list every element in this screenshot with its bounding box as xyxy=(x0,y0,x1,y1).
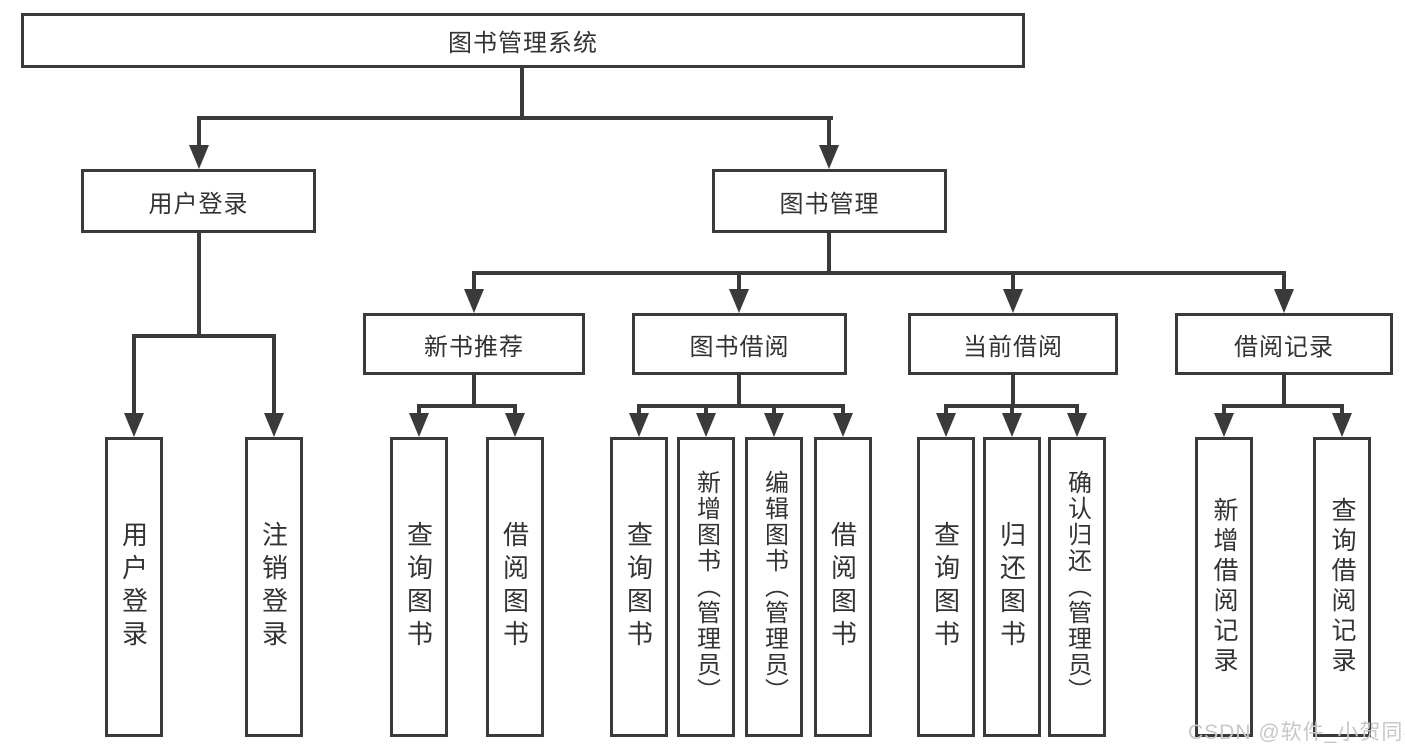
connector-to-leaf-logout xyxy=(272,334,276,418)
connector-to-current-borrow xyxy=(1011,271,1015,293)
arrowhead-current-borrow xyxy=(1003,289,1023,313)
arrowhead-book-management xyxy=(819,145,839,169)
connector-mgmt-stem xyxy=(827,233,831,273)
leaf-add-books-admin-label: 新增图书（管理员） xyxy=(692,470,720,704)
leaf-return-books-label: 归还图书 xyxy=(996,521,1027,653)
connector-records-stem xyxy=(1282,375,1286,406)
leaf-query-books-borrow: 查询图书 xyxy=(610,437,668,737)
node-current-borrow: 当前借阅 xyxy=(908,313,1118,375)
connector-to-borrow-records xyxy=(1282,271,1286,293)
arrowhead-leaf-logout xyxy=(264,413,284,437)
arrowhead-borrow-leaf3 xyxy=(764,413,784,437)
connector-to-book-borrow xyxy=(737,271,741,293)
arrowhead-current-leaf1 xyxy=(936,413,956,437)
leaf-edit-books-admin: 编辑图书（管理员） xyxy=(745,437,803,737)
leaf-confirm-return-admin-label: 确认归还（管理员） xyxy=(1063,470,1091,704)
leaf-query-books-recommend-label: 查询图书 xyxy=(403,521,434,653)
leaf-logout-label: 注销登录 xyxy=(258,521,289,653)
connector-current-stem xyxy=(1011,375,1015,406)
connector-to-user-login xyxy=(197,116,201,148)
leaf-query-borrow-record-label: 查询借阅记录 xyxy=(1328,497,1356,677)
node-book-borrow: 图书借阅 xyxy=(632,313,847,375)
node-book-borrow-label: 图书借阅 xyxy=(689,333,790,361)
arrowhead-user-login xyxy=(189,145,209,169)
arrowhead-current-leaf3 xyxy=(1067,413,1087,437)
connector-to-leaf-user-login xyxy=(132,334,136,418)
connector-records-leaf1 xyxy=(1222,404,1226,418)
leaf-query-books-current-label: 查询图书 xyxy=(930,521,961,653)
connector-recommend-stem xyxy=(472,375,476,406)
connector-recommend-bus xyxy=(417,404,517,408)
leaf-borrow-books-recommend-label: 借阅图书 xyxy=(499,521,530,653)
connector-records-leaf2 xyxy=(1340,404,1344,418)
leaf-query-books-current: 查询图书 xyxy=(917,437,975,737)
node-library-system: 图书管理系统 xyxy=(21,13,1025,68)
leaf-add-borrow-record: 新增借阅记录 xyxy=(1195,437,1253,737)
connector-user-bus xyxy=(132,334,276,338)
connector-borrow-leaf2 xyxy=(704,404,708,418)
connector-borrow-leaf1 xyxy=(637,404,641,418)
leaf-borrow-books-recommend: 借阅图书 xyxy=(486,437,544,737)
leaf-borrow-books-label: 借阅图书 xyxy=(827,521,858,653)
node-user-login-label: 用户登录 xyxy=(148,190,249,218)
connector-borrow-leaf4 xyxy=(841,404,845,418)
node-library-system-label: 图书管理系统 xyxy=(448,30,598,57)
connector-borrow-bus xyxy=(637,404,845,408)
leaf-confirm-return-admin: 确认归还（管理员） xyxy=(1048,437,1106,737)
node-book-management-label: 图书管理 xyxy=(779,190,880,218)
connector-user-stem xyxy=(197,233,201,336)
connector-borrow-stem xyxy=(737,375,741,406)
arrowhead-borrow-leaf2 xyxy=(696,413,716,437)
node-book-management: 图书管理 xyxy=(712,169,947,233)
leaf-query-books-recommend: 查询图书 xyxy=(390,437,448,737)
arrowhead-borrow-leaf4 xyxy=(833,413,853,437)
arrowhead-recommend xyxy=(464,289,484,313)
node-user-login: 用户登录 xyxy=(81,169,316,233)
connector-rec-leaf1 xyxy=(417,404,421,418)
node-new-book-recommend-label: 新书推荐 xyxy=(424,333,524,361)
connector-current-leaf1 xyxy=(944,404,948,418)
connector-to-recommend xyxy=(472,271,476,293)
arrowhead-records-leaf1 xyxy=(1214,413,1234,437)
leaf-logout: 注销登录 xyxy=(245,437,303,737)
leaf-add-borrow-record-label: 新增借阅记录 xyxy=(1210,497,1238,677)
arrowhead-book-borrow xyxy=(729,289,749,313)
connector-current-leaf3 xyxy=(1075,404,1079,418)
arrowhead-current-leaf2 xyxy=(1002,413,1022,437)
leaf-user-login: 用户登录 xyxy=(105,437,163,737)
connector-borrow-leaf3 xyxy=(772,404,776,418)
node-borrow-records: 借阅记录 xyxy=(1175,313,1393,375)
arrowhead-rec-leaf1 xyxy=(409,413,429,437)
arrowhead-leaf-user-login xyxy=(124,413,144,437)
arrowhead-records-leaf2 xyxy=(1332,413,1352,437)
connector-current-leaf2 xyxy=(1010,404,1014,418)
connector-records-bus xyxy=(1222,404,1344,408)
leaf-add-books-admin: 新增图书（管理员） xyxy=(677,437,735,737)
leaf-query-borrow-record: 查询借阅记录 xyxy=(1313,437,1371,737)
arrowhead-borrow-records xyxy=(1274,289,1294,313)
node-borrow-records-label: 借阅记录 xyxy=(1234,333,1334,361)
node-new-book-recommend: 新书推荐 xyxy=(363,313,585,375)
arrowhead-borrow-leaf1 xyxy=(629,413,649,437)
arrowhead-rec-leaf2 xyxy=(505,413,525,437)
leaf-query-books-borrow-label: 查询图书 xyxy=(623,521,654,653)
connector-root-bus xyxy=(197,116,833,120)
watermark: CSDN @软件_小贺同学 xyxy=(1188,721,1405,744)
leaf-edit-books-admin-label: 编辑图书（管理员） xyxy=(760,470,788,704)
connector-rec-leaf2 xyxy=(513,404,517,418)
connector-to-book-management xyxy=(827,116,831,148)
leaf-return-books: 归还图书 xyxy=(983,437,1041,737)
leaf-user-login-label: 用户登录 xyxy=(118,521,149,653)
connector-root-stem xyxy=(520,68,524,120)
node-current-borrow-label: 当前借阅 xyxy=(963,333,1063,361)
leaf-borrow-books: 借阅图书 xyxy=(814,437,872,737)
connector-mgmt-bus xyxy=(472,271,1286,275)
